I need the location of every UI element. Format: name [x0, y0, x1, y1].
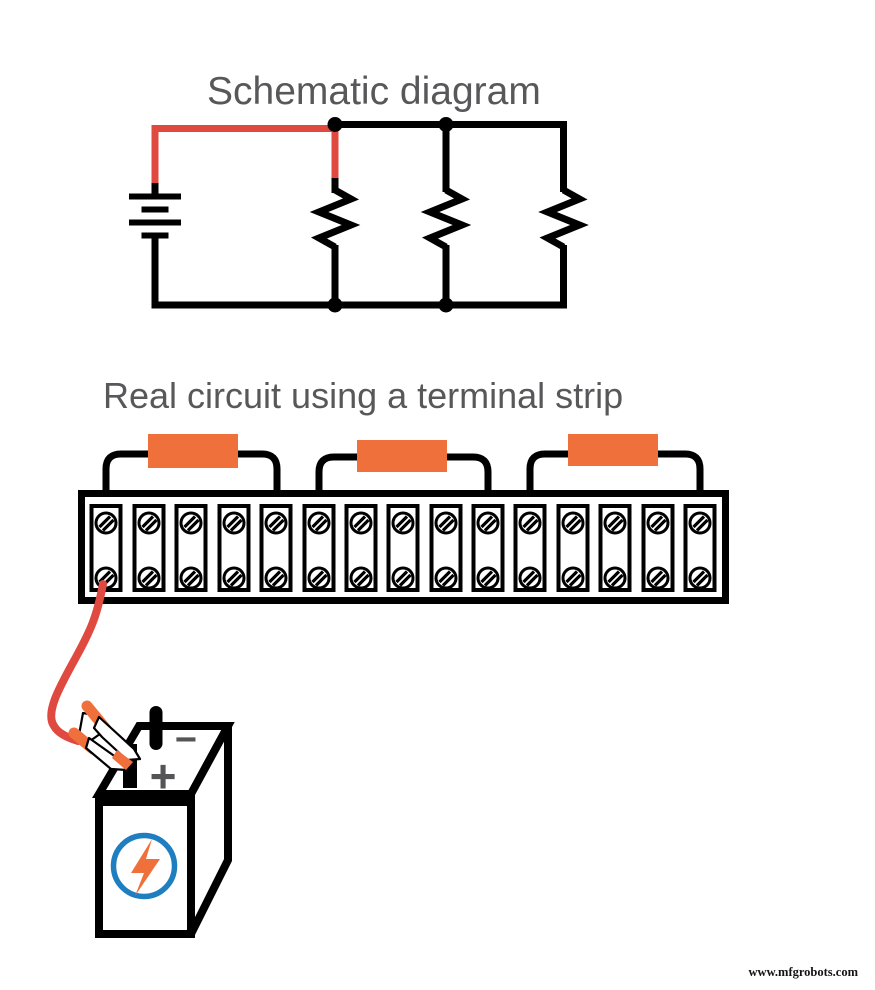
terminal-block-14	[644, 506, 673, 590]
resistor-3	[568, 434, 658, 466]
schematic-title: Schematic diagram	[207, 70, 541, 113]
terminal-block-2	[135, 506, 164, 590]
resistor-symbol-1	[319, 190, 351, 306]
real-circuit-title: Real circuit using a terminal strip	[103, 375, 623, 416]
terminal-block-4	[220, 506, 249, 590]
junction-dot	[438, 117, 454, 132]
terminal-block-7	[347, 506, 376, 590]
lightning-bolt-icon	[131, 839, 160, 896]
schematic-highlight-wire	[151, 125, 339, 189]
battery-minus-label: −	[175, 719, 197, 761]
terminal-block-12	[559, 506, 588, 590]
watermark-text: www.mfgrobots.com	[749, 965, 859, 979]
battery-3d: − +	[92, 706, 235, 938]
battery-symbol	[129, 193, 181, 305]
junction-dots	[327, 117, 454, 313]
terminal-block-6	[305, 506, 334, 590]
terminal-block-8	[389, 506, 418, 590]
schematic-circuit	[129, 117, 580, 313]
resistor-symbol-3	[548, 190, 580, 305]
resistor-symbol-2	[430, 124, 462, 306]
battery-logo	[110, 832, 178, 900]
terminal-block-15	[686, 506, 715, 590]
terminal-block-13	[601, 506, 630, 590]
resistor-1	[148, 434, 238, 468]
terminal-strip	[78, 490, 729, 604]
terminal-block-10	[474, 506, 503, 590]
negative-post	[149, 706, 163, 750]
terminal-block-9	[432, 506, 461, 590]
clip-jaw-tip	[112, 750, 133, 770]
logo-ring	[110, 832, 178, 900]
alligator-clip	[68, 700, 142, 772]
terminal-block-1	[92, 506, 121, 590]
junction-dot	[438, 297, 454, 313]
terminal-block-3	[177, 506, 206, 590]
junction-dot	[327, 117, 343, 132]
terminal-block-11	[516, 506, 545, 590]
schematic-top-wire	[330, 121, 567, 192]
battery-red-wire	[47, 580, 107, 745]
terminal-block-5	[262, 506, 291, 590]
battery-plus-label: +	[150, 750, 177, 802]
resistor-2	[357, 440, 447, 472]
junction-dot	[327, 297, 343, 313]
